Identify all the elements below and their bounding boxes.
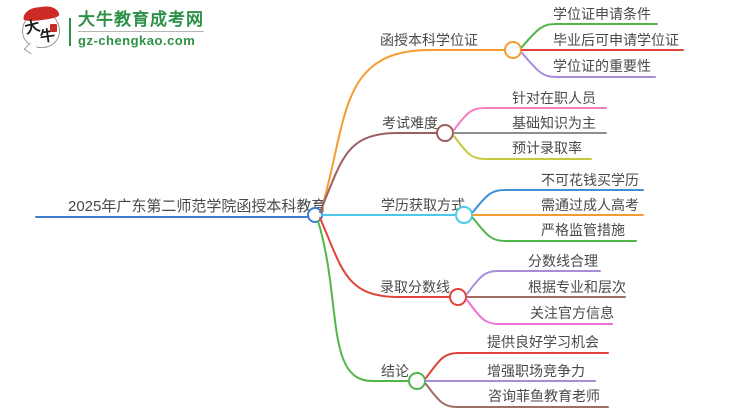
branch-4-node-circle: [449, 288, 467, 306]
branch-5-child-3-label: 咨询菲鱼教育老师: [488, 388, 600, 404]
logo-divider: [69, 18, 71, 47]
branch-2-child-1-label: 针对在职人员: [512, 90, 596, 106]
branch-1-child-3-connector: [521, 52, 656, 78]
branch-2-child-1-connector: [453, 107, 607, 131]
branch-5-child-2-label: 增强职场竞争力: [487, 363, 585, 379]
logo-text: 大牛教育成考网 gz-chengkao.com: [78, 10, 204, 48]
branch-1-node-circle: [504, 41, 522, 59]
branch-1-connector: [320, 49, 505, 212]
branch-4-connector: [319, 217, 450, 298]
branch-3-child-1-label: 不可花钱买学历: [541, 172, 639, 188]
branch-1-child-3-label: 学位证的重要性: [553, 58, 651, 74]
branch-3-label: 学历获取方式: [381, 197, 465, 213]
branch-4-child-2-label: 根据专业和层次: [528, 279, 626, 295]
branch-5-label: 结论: [381, 363, 409, 379]
branch-5-child-3-connector: [425, 383, 609, 408]
branch-5-child-1-connector: [425, 352, 609, 379]
central-topic-label: 2025年广东第二师范学院函授本科教育: [68, 197, 326, 215]
branch-2-label: 考试难度: [382, 115, 438, 131]
branch-3-child-3-label: 严格监管措施: [541, 222, 625, 238]
branch-4-child-3-connector: [466, 299, 613, 325]
branch-1-label: 函授本科学位证: [380, 32, 478, 48]
branch-3-child-2-label: 需通过成人高考: [541, 197, 639, 213]
branch-1-child-1-connector: [521, 23, 658, 48]
branch-4-label: 录取分数线: [380, 279, 450, 295]
site-domain: gz-chengkao.com: [78, 31, 204, 48]
branch-4-child-1-label: 分数线合理: [528, 253, 598, 269]
branch-1-child-1-label: 学位证申请条件: [553, 6, 651, 22]
branch-2-child-2-label: 基础知识为主: [512, 115, 596, 131]
branch-5-child-1-label: 提供良好学习机会: [487, 334, 599, 350]
site-name: 大牛教育成考网: [78, 10, 204, 29]
branch-2-connector: [319, 132, 437, 213]
red-seal-icon: [50, 23, 57, 32]
branch-1-child-2-label: 毕业后可申请学位证: [553, 32, 679, 48]
branch-5-node-circle: [408, 372, 426, 390]
branch-3-node-circle: [455, 206, 473, 224]
branch-5-connector: [317, 220, 409, 382]
branch-3-child-1-connector: [472, 189, 644, 213]
branch-2-child-3-label: 预计录取率: [512, 140, 582, 156]
branch-2-node-circle: [436, 124, 454, 142]
branch-4-child-1-connector: [466, 270, 601, 295]
branch-2-child-3-connector: [453, 135, 592, 160]
branch-3-child-3-connector: [472, 217, 637, 242]
branch-4-child-3-label: 关注官方信息: [530, 305, 614, 321]
site-logo: 大 牛 大牛教育成考网 gz-chengkao.com: [22, 4, 204, 48]
speech-bubble-icon: 大 牛: [22, 4, 60, 48]
